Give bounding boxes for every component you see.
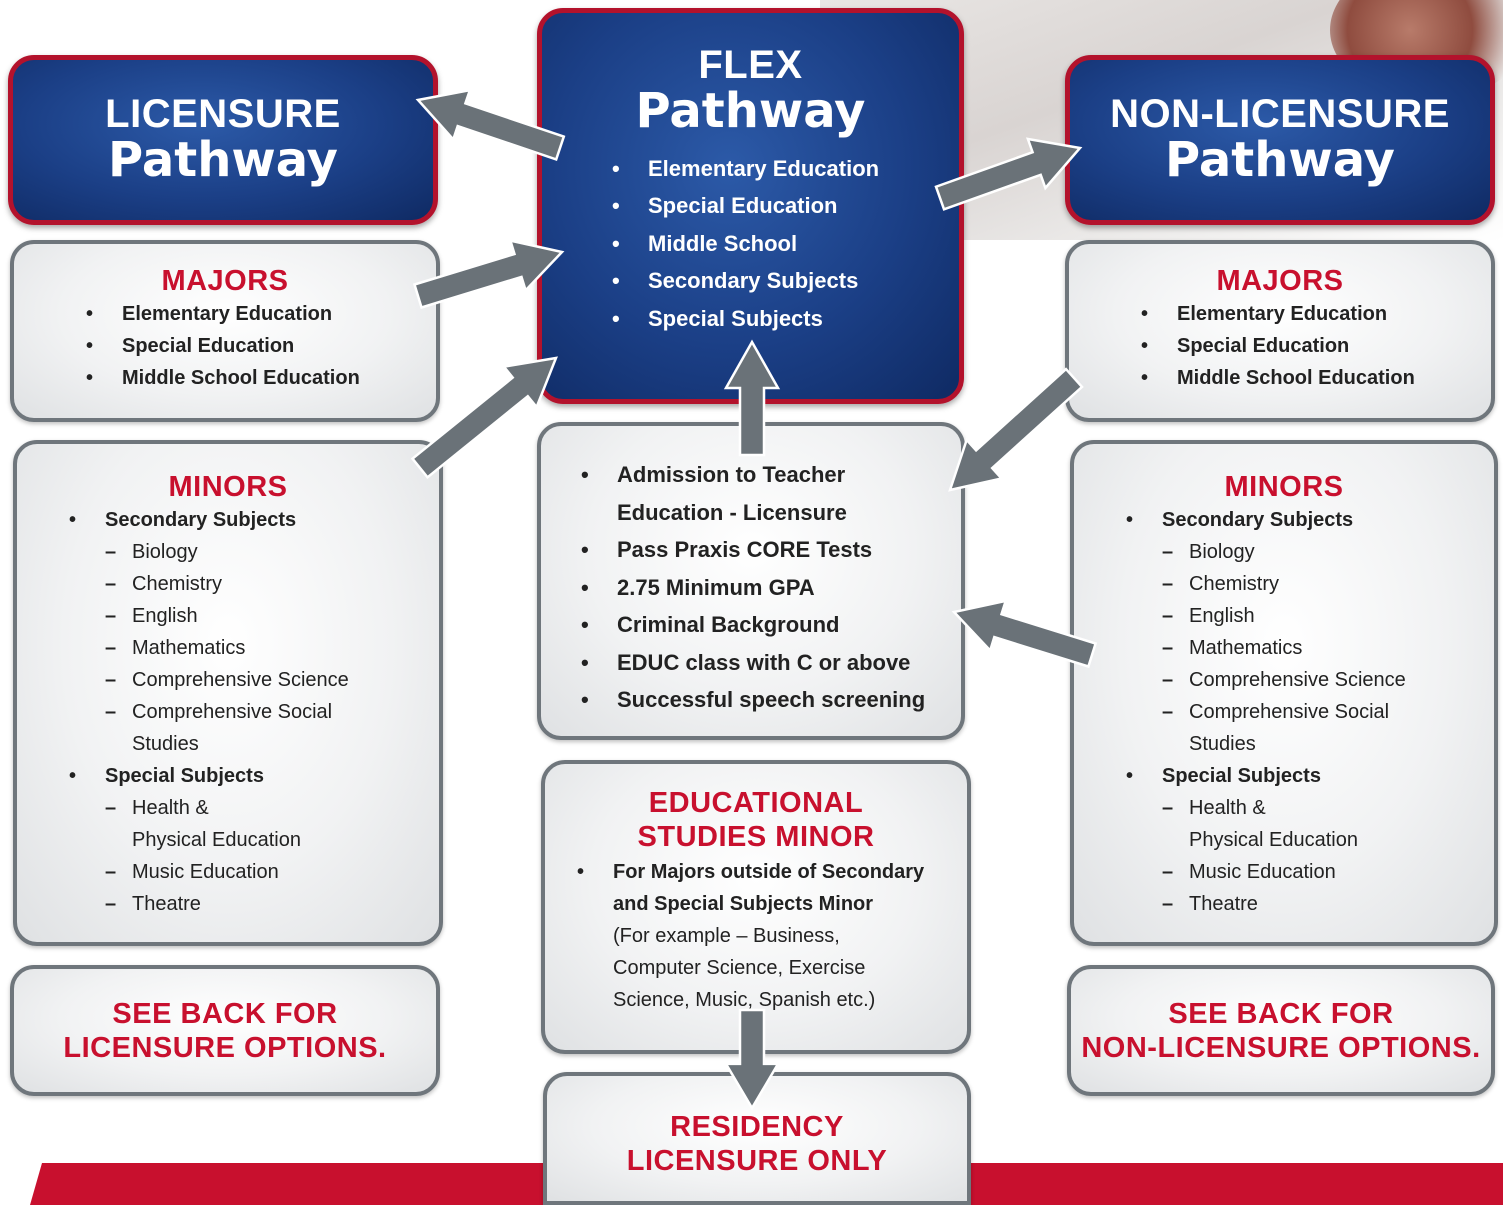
- requirements-list: Admission to Teacher Education - Licensu…: [581, 456, 961, 719]
- list-item-continuation: Studies: [1189, 733, 1256, 756]
- list-item: Successful speech screening: [581, 681, 961, 719]
- licensure-pathway-box: LICENSURE Pathway: [8, 55, 438, 225]
- list-item: Comprehensive Social: [1162, 696, 1494, 728]
- ed-studies-heading: EDUCATIONAL: [648, 787, 864, 819]
- list-item: Special Education: [1141, 330, 1491, 362]
- minor-group-label: Secondary Subjects: [1162, 509, 1354, 532]
- requirements-box: Admission to Teacher Education - Licensu…: [537, 422, 965, 740]
- licensure-majors-box: MAJORS Elementary Education Special Educ…: [10, 240, 440, 422]
- non-licensure-minors-list: Secondary Subjects Biology Chemistry Eng…: [1126, 504, 1494, 920]
- list-item: Special Subjects: [612, 300, 959, 338]
- list-item: Special Education: [86, 330, 436, 362]
- list-item: Special Subjects Health & Physical Educa…: [69, 760, 439, 920]
- list-item: Elementary Education: [86, 298, 436, 330]
- ed-studies-list: For Majors outside of Secondary and Spec…: [577, 856, 967, 1016]
- non-licensure-majors-heading: MAJORS: [1216, 265, 1344, 297]
- list-item-continuation: Education - Licensure: [617, 499, 847, 525]
- residency-line: LICENSURE ONLY: [626, 1145, 888, 1178]
- list-item: 2.75 Minimum GPA: [581, 569, 961, 607]
- special-subjects-list: Health & Physical Education Music Educat…: [105, 792, 439, 920]
- list-item: Mathematics: [105, 632, 439, 664]
- see-back-line: NON-LICENSURE OPTIONS.: [1081, 1032, 1481, 1065]
- list-item: Pass Praxis CORE Tests: [581, 531, 961, 569]
- list-item: Secondary Subjects Biology Chemistry Eng…: [69, 504, 439, 760]
- secondary-subjects-list: Biology Chemistry English Mathematics Co…: [105, 536, 439, 760]
- non-licensure-minors-box: MINORS Secondary Subjects Biology Chemis…: [1070, 440, 1498, 946]
- list-item: Health &: [105, 792, 439, 824]
- list-item: Mathematics: [1162, 632, 1494, 664]
- list-item: Elementary Education: [1141, 298, 1491, 330]
- list-item: Comprehensive Science: [1162, 664, 1494, 696]
- licensure-subtitle: Pathway: [108, 132, 338, 188]
- list-item: Secondary Subjects Biology Chemistry Eng…: [1126, 504, 1494, 760]
- secondary-subjects-list: Biology Chemistry English Mathematics Co…: [1162, 536, 1494, 760]
- non-licensure-pathway-box: NON-LICENSURE Pathway: [1065, 55, 1495, 225]
- flex-pathway-box: FLEX Pathway Elementary Education Specia…: [537, 8, 964, 404]
- licensure-majors-heading: MAJORS: [161, 265, 289, 297]
- licensure-title: LICENSURE: [105, 92, 341, 136]
- minor-group-label: Special Subjects: [1162, 765, 1321, 788]
- non-licensure-majors-box: MAJORS Elementary Education Special Educ…: [1065, 240, 1495, 422]
- list-item-continuation: Physical Education: [1189, 829, 1358, 852]
- list-item: Comprehensive Science: [105, 664, 439, 696]
- list-item: Theatre: [1162, 888, 1494, 920]
- non-licensure-see-back-box: SEE BACK FOR NON-LICENSURE OPTIONS.: [1067, 965, 1495, 1096]
- non-licensure-minors-heading: MINORS: [1224, 471, 1344, 503]
- ed-studies-note-line: Science, Music, Spanish etc.): [613, 989, 876, 1012]
- list-item: Middle School Education: [1141, 362, 1491, 394]
- list-item: Music Education: [105, 856, 439, 888]
- minor-group-label: Special Subjects: [105, 765, 264, 788]
- list-item: Chemistry: [1162, 568, 1494, 600]
- residency-line: RESIDENCY: [670, 1111, 844, 1143]
- list-item: Health &: [1162, 792, 1494, 824]
- list-item: Middle School: [612, 225, 959, 263]
- list-item-continuation: Studies: [132, 733, 199, 756]
- list-item: Music Education: [1162, 856, 1494, 888]
- special-subjects-list: Health & Physical Education Music Educat…: [1162, 792, 1494, 920]
- flex-list: Elementary Education Special Education M…: [612, 150, 959, 338]
- list-item: Admission to Teacher: [581, 456, 961, 494]
- minor-group-label: Secondary Subjects: [105, 509, 297, 532]
- list-item: Special Education: [612, 187, 959, 225]
- see-back-line: SEE BACK FOR: [1168, 998, 1394, 1030]
- see-back-line: SEE BACK FOR: [112, 998, 338, 1030]
- educational-studies-minor-box: EDUCATIONAL STUDIES MINOR For Majors out…: [541, 760, 971, 1054]
- ed-studies-note-line: Computer Science, Exercise: [613, 957, 866, 980]
- list-item: Theatre: [105, 888, 439, 920]
- non-licensure-title: NON-LICENSURE: [1110, 92, 1450, 136]
- list-item: Elementary Education: [612, 150, 959, 188]
- residency-box: RESIDENCY LICENSURE ONLY: [543, 1072, 971, 1205]
- list-item: Biology: [105, 536, 439, 568]
- list-item: For Majors outside of Secondary and Spec…: [577, 856, 967, 1016]
- see-back-line: LICENSURE OPTIONS.: [63, 1032, 387, 1065]
- flex-title: FLEX: [698, 43, 803, 87]
- list-item: Chemistry: [105, 568, 439, 600]
- ed-studies-bold-line: For Majors outside of Secondary: [613, 861, 925, 884]
- list-item: English: [105, 600, 439, 632]
- list-item: Comprehensive Social: [105, 696, 439, 728]
- licensure-majors-list: Elementary Education Special Education M…: [86, 298, 436, 394]
- flex-subtitle: Pathway: [635, 83, 866, 139]
- list-item-continuation: Physical Education: [132, 829, 301, 852]
- list-item: Secondary Subjects: [612, 262, 959, 300]
- list-item: Biology: [1162, 536, 1494, 568]
- list-item: Special Subjects Health & Physical Educa…: [1126, 760, 1494, 920]
- ed-studies-bold-line: and Special Subjects Minor: [613, 893, 874, 916]
- licensure-see-back-box: SEE BACK FOR LICENSURE OPTIONS.: [10, 965, 440, 1096]
- list-item: Middle School Education: [86, 362, 436, 394]
- licensure-minors-list: Secondary Subjects Biology Chemistry Eng…: [69, 504, 439, 920]
- list-item: Criminal Background: [581, 606, 961, 644]
- non-licensure-majors-list: Elementary Education Special Education M…: [1141, 298, 1491, 394]
- list-item: English: [1162, 600, 1494, 632]
- licensure-minors-heading: MINORS: [168, 471, 288, 503]
- list-item: EDUC class with C or above: [581, 644, 961, 682]
- arrow-non-licensure-majors-to-requirements: [948, 367, 1084, 492]
- non-licensure-subtitle: Pathway: [1165, 132, 1395, 188]
- ed-studies-heading: STUDIES MINOR: [637, 821, 875, 854]
- licensure-minors-box: MINORS Secondary Subjects Biology Chemis…: [13, 440, 443, 946]
- ed-studies-note-line: (For example – Business,: [613, 925, 840, 948]
